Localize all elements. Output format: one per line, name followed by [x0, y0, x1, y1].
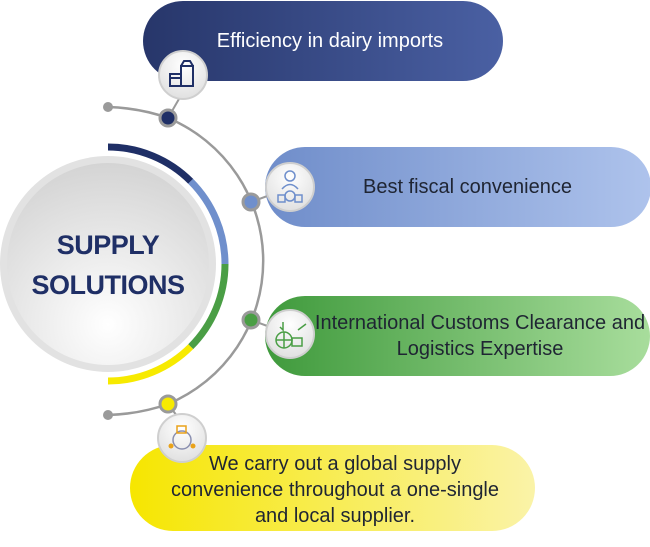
item-label-1: Efficiency in dairy imports	[216, 30, 444, 52]
ring-navy	[107, 143, 194, 184]
milk-carton-icon	[158, 50, 208, 100]
ring-green	[188, 263, 229, 350]
item-label-4: We carry out a global supply convenience…	[170, 453, 500, 527]
center-title-line-2: SOLUTIONS	[31, 270, 185, 300]
node-4	[158, 394, 178, 414]
end-dot-bottom	[103, 410, 113, 420]
center-title-line-1: SUPPLY	[56, 230, 160, 260]
pill-4	[130, 445, 535, 531]
supplier-network-icon	[157, 413, 207, 463]
fiscal-person-icon	[265, 162, 315, 212]
connector-arc	[167, 116, 265, 406]
node-1	[158, 108, 178, 128]
center-title: SUPPLY SOLUTIONS	[10, 225, 206, 305]
pill-3	[265, 296, 650, 376]
globe-logistics-icon	[265, 309, 315, 359]
item-label-2: Best fiscal convenience	[362, 176, 572, 198]
ring-blue	[188, 178, 229, 265]
pill-1	[143, 1, 503, 81]
ring-yellow	[107, 344, 194, 385]
item-label-3: International Customs Clearance and Logi…	[314, 312, 646, 360]
pill-2	[265, 147, 650, 227]
end-dot-top	[103, 102, 113, 112]
node-2	[241, 192, 261, 212]
node-3	[241, 310, 261, 330]
